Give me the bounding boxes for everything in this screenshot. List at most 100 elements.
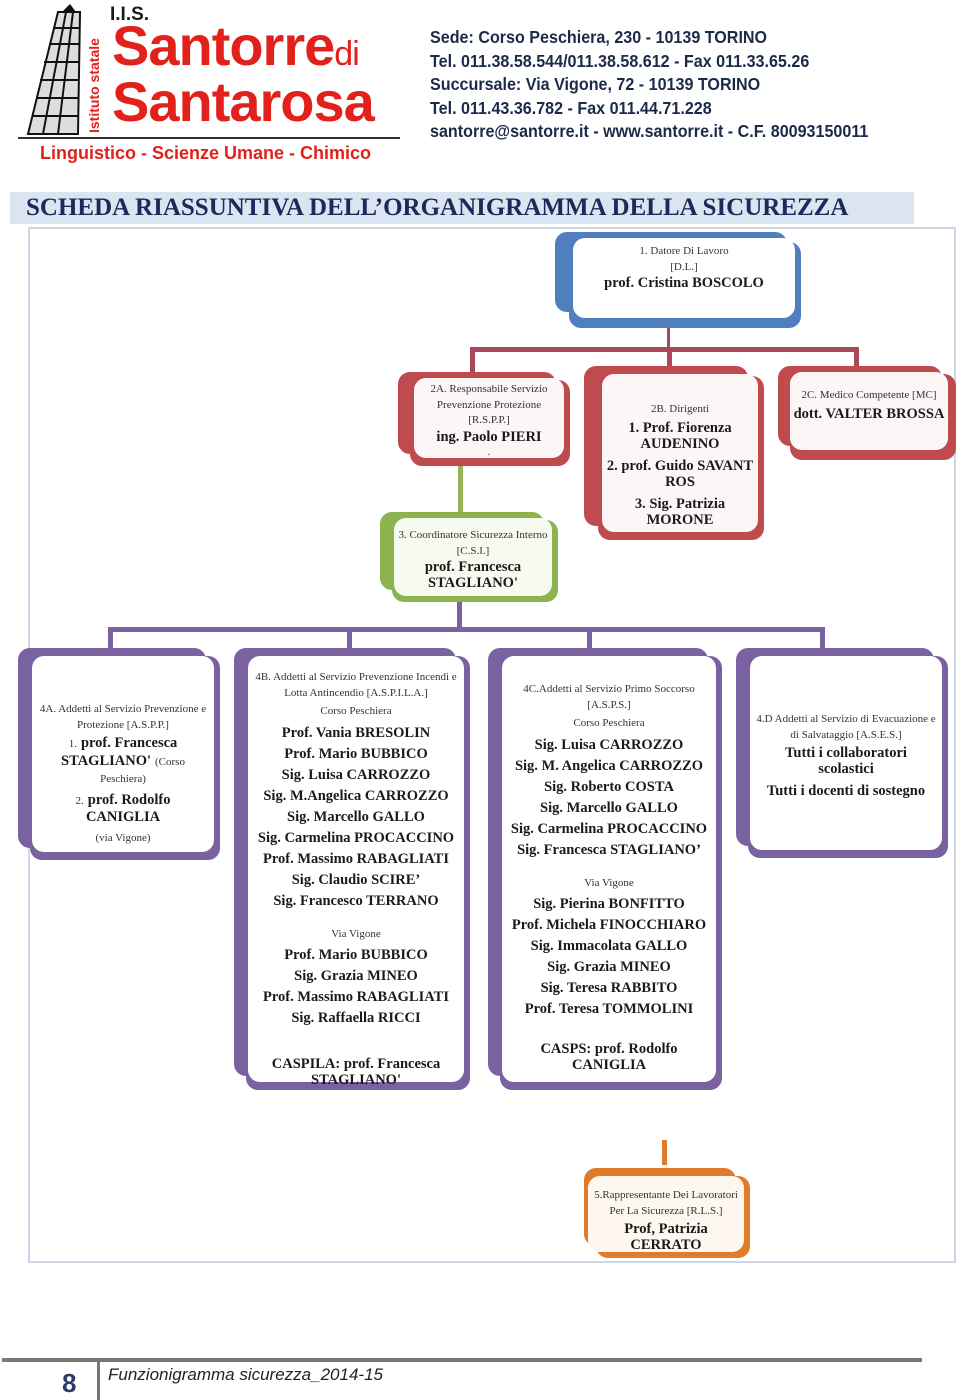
box-name: Prof, Patrizia CERRATO [624,1221,708,1253]
connector [108,627,113,651]
box-csi: 3. Coordinatore Sicurezza Interno [C.S.I… [380,512,558,602]
logo-line2: Santarosa [112,70,375,133]
person-name: Sig. Francesca STAGLIANO’ [517,841,701,858]
title-bar [10,192,914,224]
logo-iis: I.I.S. [110,4,150,25]
box-ases: 4.D Addetti al Servizio di Evacuazione e… [736,648,948,858]
person-name: Sig. Grazia MINEO [294,968,418,984]
address-line: santorre@santorre.it - www.santorre.it -… [430,121,869,141]
person-name: Prof. Massimo RABAGLIATI [263,850,449,867]
footer-text: Funzionigramma sicurezza_2014-15 [108,1365,383,1384]
box-rls: 5.Rappresentante Dei Lavoratori Per La S… [584,1168,750,1258]
box-footer: CASPS: prof. Rodolfo CANIGLIA [540,1041,678,1073]
box-name: dott. VALTER BROSSA [793,405,945,422]
item-place: (Corso Peschiera) [100,755,185,786]
person-name: Sig. Carmelina PROCACCINO [257,829,455,846]
box-rspp: 2A. Responsabile Servizio Prevenzione Pr… [398,372,570,466]
page-title: SCHEDA RIASSUNTIVA DELL’ORGANIGRAMMA DEL… [26,194,849,221]
item-name: prof. Francesca STAGLIANO' [61,735,178,769]
connector [347,627,352,651]
person-name: Sig. Marcello GALLO [540,799,678,816]
box-footer: CASPILA: prof. Francesca STAGLIANO' [271,1056,441,1088]
box-dot: . [487,445,491,458]
person-name: Sig. Francesco TERRANO [273,892,439,909]
person-name: Prof. Vania BRESOLIN [281,724,431,741]
box-name: ing. Paolo PIERI [436,428,542,445]
section-heading: Via Vigone [584,876,634,889]
person-name: Prof. Mario BUBBICO [284,947,428,963]
address-line: Succursale: Via Vigone, 72 - 10139 TORIN… [430,74,761,94]
person-name: Sig. Immacolata GALLO [530,938,688,954]
person-name: Sig. Roberto COSTA [544,778,674,795]
item-place: (via Vigone) [95,832,151,844]
box-abbr: [C.S.I.] [456,544,490,557]
person-name: Prof. Teresa TOMMOLINI [524,1001,694,1017]
person-name: Prof. Massimo RABAGLIATI [263,989,449,1005]
aspp-item: 1. prof. Francesca STAGLIANO' (Corso Pes… [38,735,208,788]
box-label: 2C. Medico Competente [MC] [801,389,937,401]
section-heading: Via Vigone [331,927,381,940]
person-name: Sig. Grazia MINEO [547,959,671,975]
footer-divider [2,1358,922,1362]
dirigente-item: 2. prof. Guido SAVANT ROS [606,457,754,490]
person-name: Sig. M. Angelica CARROZZO [514,757,704,774]
person-name: Sig. M.Angelica CARROZZO [263,787,449,804]
connector [820,627,825,651]
aspila-list-corso-peschiera: Prof. Vania BRESOLIN Prof. Mario BUBBICO S… [252,725,460,909]
item-number: 1. [68,738,77,750]
connector [667,347,672,371]
box-abbr: [D.L.] [670,260,698,273]
address-line: Tel. 011.38.58.544/011.38.58.612 - Fax 0… [430,50,810,71]
box-label: 4C.Addetti al Servizio Primo Soccorso [A… [523,683,695,711]
dirigente-item: 1. Prof. Fiorenza AUDENINO [628,419,732,452]
logo-subtitle: Linguistico - Scienze Umane - Chimico [40,143,372,163]
connector [458,460,463,515]
connector [457,598,462,630]
box-label: 5.Rappresentante Dei Lavoratori Per La S… [594,1189,738,1217]
box-label: 1. Datore Di Lavoro [639,245,729,257]
person-name: Sig. Luisa CARROZZO [281,766,431,783]
box-abbr: [R.S.P.P.] [468,414,510,426]
section-heading: Corso Peschiera [320,705,392,717]
connector [667,316,670,350]
address-line: Sede: Corso Peschiera, 230 - 10139 TORIN… [430,27,768,47]
asps-list-corso-peschiera: Sig. Luisa CARROZZO Sig. M. Angelica CARR… [504,737,714,858]
person-name: Prof. Michela FINOCCHIARO [511,917,707,933]
section-heading: Corso Peschiera [573,717,645,729]
connector [470,347,859,352]
person-name: Sig. Teresa RABBITO [540,980,678,996]
connector [470,347,475,375]
connector [108,627,825,632]
school-address: Sede: Corso Peschiera, 230 - 10139 TORIN… [430,26,868,144]
aspp-item: 2. prof. Rodolfo CANIGLIA [38,792,208,826]
person-name: Sig. Claudio SCIRE’ [291,871,421,888]
item-number: 2. [75,794,84,807]
aspila-list-via-vigone: Prof. Mario BUBBICO Sig. Grazia MINEO Prof… [252,947,460,1026]
box-dirigenti: 2B. Dirigenti 1. Prof. Fiorenza AUDENINO… [584,366,764,540]
connector [662,1140,667,1165]
connector [854,347,859,371]
school-logo [18,4,402,164]
page-number: 8 [62,1368,77,1398]
item-name: prof. Rodolfo CANIGLIA [85,791,171,825]
person-name: Sig. Raffaella RICCI [291,1010,421,1026]
box-label: 4B. Addetti al Servizio Prevenzione Ince… [255,671,457,699]
logo-divider [18,137,400,139]
person-name: Sig. Luisa CARROZZO [534,736,684,753]
connector [587,627,592,651]
box-label: 3. Coordinatore Sicurezza Interno [398,529,548,541]
person-name: Prof. Mario BUBBICO [284,745,428,762]
box-label: 2B. Dirigenti [650,403,710,415]
box-medico-competente: 2C. Medico Competente [MC] dott. VALTER … [778,366,956,460]
logo-line1: Santorredi [112,14,360,77]
address-line: Tel. 011.43.36.782 - Fax 011.44.71.228 [430,97,712,118]
box-asps: 4C.Addetti al Servizio Primo Soccorso [A… [488,648,722,1090]
box-name: prof. Francesca STAGLIANO' [424,559,522,591]
ases-line: Tutti i docenti di sostegno [766,783,926,799]
ases-line: Tutti i collaboratori scolastici [785,745,907,777]
tower-icon [26,4,82,135]
person-name: Sig. Pierina BONFITTO [533,896,685,912]
box-aspp: 4A. Addetti al Servizio Prevenzione e Pr… [18,648,220,860]
dirigente-item: 3. Sig. Patrizia MORONE [634,495,726,528]
box-label: 2A. Responsabile Servizio Prevenzione Pr… [430,383,548,411]
